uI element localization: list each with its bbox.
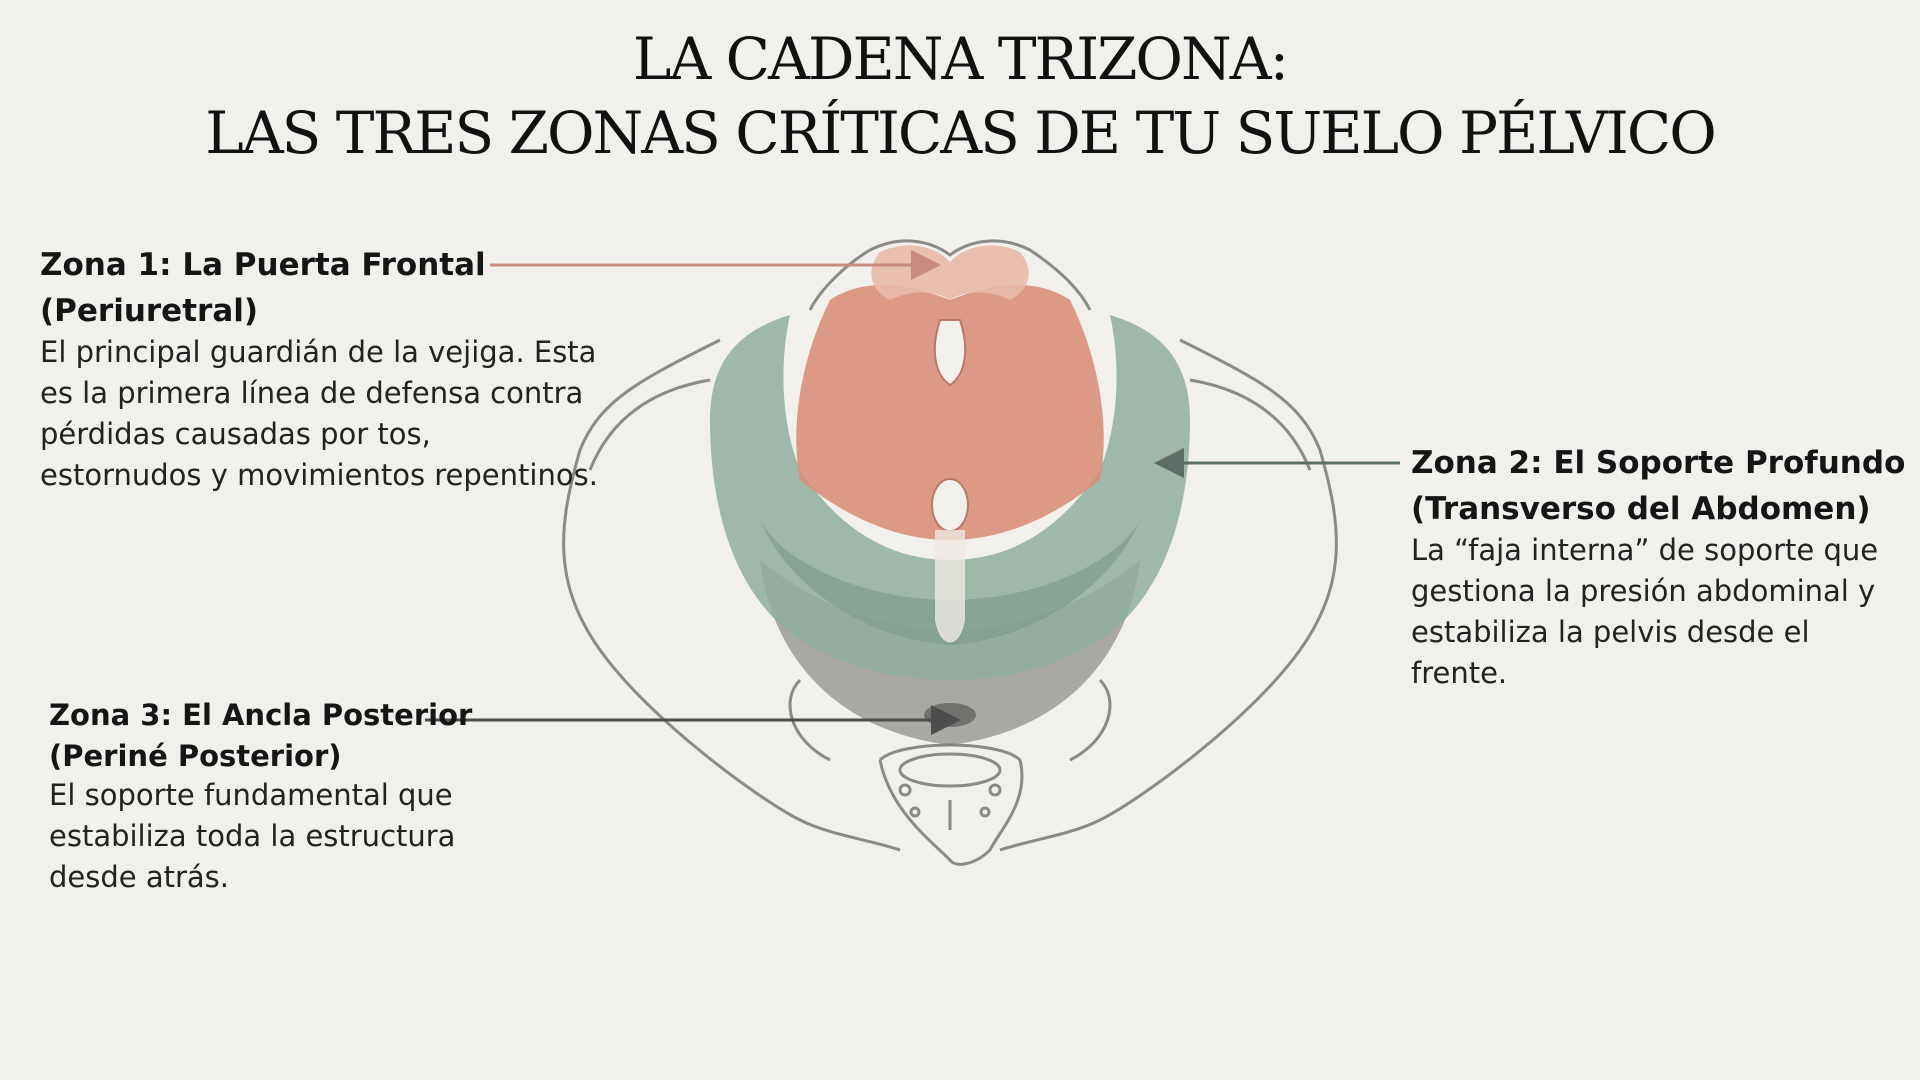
left-iliac-wing	[562, 338, 901, 852]
zone-3-title-line-2: (Periné Posterior)	[49, 739, 342, 773]
zone-1-description-line: estornudos y movimientos repentinos.	[40, 458, 598, 492]
sacral-foramen-3	[909, 806, 921, 818]
zone-2-description-line: gestiona la presión abdominal y	[1411, 574, 1876, 608]
sacral-foramen-2	[988, 783, 1002, 797]
anal-opening	[924, 703, 976, 727]
zone-3-label: Zona 3: El Ancla Posterior (Periné Poste…	[49, 695, 509, 898]
right-ischium	[1069, 678, 1112, 762]
zone-3-description-line: El soporte fundamental que	[49, 778, 453, 812]
sacral-foramen-4	[979, 806, 991, 818]
zone-2-description-line: La “faja interna” de soporte que	[1411, 533, 1879, 567]
left-outer-edge	[588, 378, 711, 471]
zone-3-description-line: desde atrás.	[49, 860, 229, 894]
zone-2-description: La “faja interna” de soporte que gestion…	[1411, 530, 1911, 694]
zone-1-pubic-cap	[871, 245, 1029, 300]
sacral-ring	[898, 752, 1002, 788]
zone-1-label: Zona 1: La Puerta Frontal (Periuretral) …	[40, 242, 630, 496]
pubic-arch	[869, 239, 1092, 311]
zone-1-description-line: es la primera línea de defensa contra	[40, 376, 584, 410]
zone-2-title-line-1: Zona 2: El Soporte Profundo	[1411, 445, 1906, 481]
zone-3-description-line: estabiliza toda la estructura	[49, 819, 456, 853]
page-title: LA CADENA TRIZONA: LAS TRES ZONAS CRÍTIC…	[0, 22, 1920, 170]
zone-3-title-line-1: Zona 3: El Ancla Posterior	[49, 698, 473, 732]
pubic-arch-left	[808, 248, 871, 311]
right-iliac-wing	[999, 338, 1338, 852]
urethra-opening	[933, 319, 967, 387]
zone-1-title-line-2: (Periuretral)	[40, 293, 259, 329]
sacral-foramen-1	[898, 783, 912, 797]
zone-1-description-line: pérdidas causadas por tos,	[40, 417, 431, 451]
zone-2-description-line: estabiliza la pelvis desde el	[1411, 615, 1810, 649]
right-outer-edge	[1189, 378, 1312, 471]
zone-3-description: El soporte fundamental que estabiliza to…	[49, 775, 509, 898]
zone-1-description: El principal guardián de la vejiga. Esta…	[40, 332, 630, 496]
zone-1-muscle	[796, 285, 1104, 540]
zone-2-title-line-2: (Transverso del Abdomen)	[1411, 491, 1871, 527]
title-line-1: LA CADENA TRIZONA:	[632, 25, 1289, 93]
zone-2-muscle-lower	[760, 520, 1140, 645]
title-line-2: LAS TRES ZONAS CRÍTICAS DE TU SUELO PÉLV…	[205, 99, 1717, 167]
central-tendon	[935, 530, 965, 643]
zone-1-title-line-1: Zona 1: La Puerta Frontal	[40, 247, 486, 283]
zone-2-label: Zona 2: El Soporte Profundo (Transverso …	[1411, 440, 1911, 694]
sacrum	[878, 743, 1024, 866]
vaginal-opening	[931, 478, 969, 532]
zone-1-description-line: El principal guardián de la vejiga. Esta	[40, 335, 597, 369]
pelvis-bone	[562, 239, 1338, 866]
zone-2-description-line: frente.	[1411, 656, 1508, 690]
